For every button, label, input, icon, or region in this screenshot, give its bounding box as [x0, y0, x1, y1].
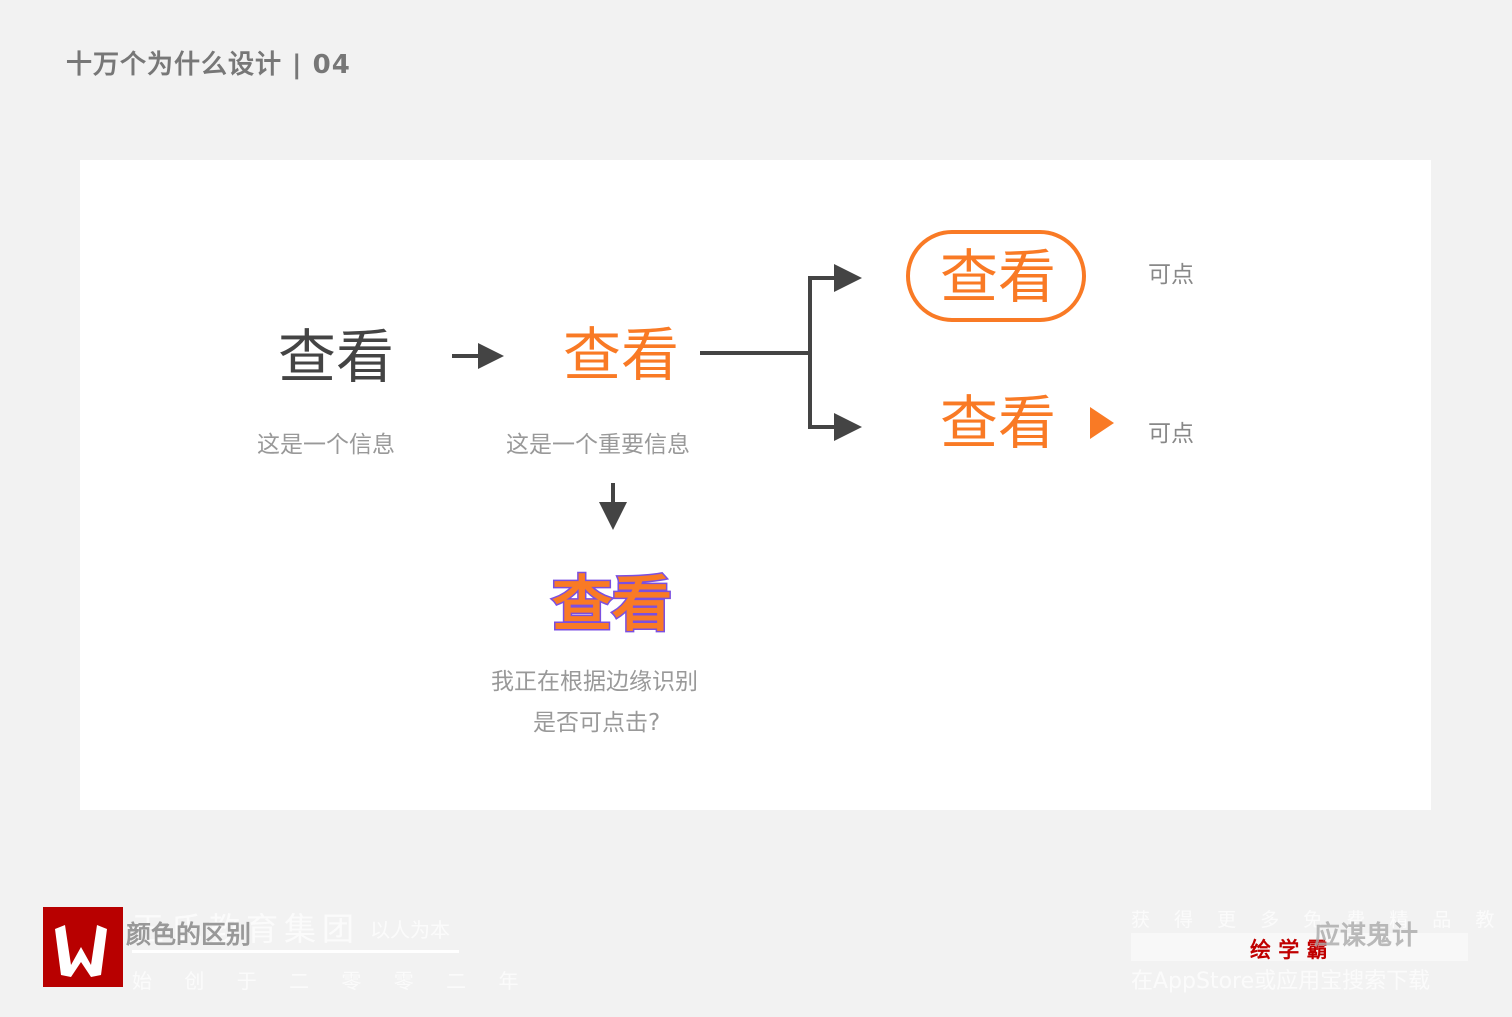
- outlined-caption-2: 是否可点击?: [533, 710, 661, 736]
- pill-button-label: 查看: [940, 243, 1057, 311]
- overlay-text: 颜色的区别: [126, 920, 252, 949]
- outlined-caption-1: 我正在根据边缘识别: [491, 669, 698, 695]
- pill-button[interactable]: [906, 230, 1086, 322]
- watermark-title: 王氏教育集团: [132, 910, 361, 948]
- important-caption: 这是一个重要信息: [506, 432, 690, 458]
- triangle-right-icon: [1090, 407, 1114, 439]
- arrow-right-icon: [834, 264, 862, 292]
- content-card: [80, 160, 1431, 810]
- divider: [132, 950, 459, 953]
- brand-name: 绘 学 霸: [1250, 938, 1328, 962]
- watermark-slogan: 以人为本: [370, 918, 450, 942]
- important-text: 查看: [563, 321, 680, 389]
- normal-text: 查看: [278, 323, 395, 391]
- pill-note: 可点: [1148, 262, 1194, 288]
- arrow-link[interactable]: 查看: [940, 389, 1057, 457]
- overlay-text-right: 应谋鬼计: [1314, 921, 1419, 951]
- arrow-link-note: 可点: [1148, 421, 1194, 447]
- normal-caption: 这是一个信息: [257, 432, 395, 458]
- page-title: 十万个为什么设计 | 04: [66, 50, 351, 80]
- watermark-right-bottom: 在AppStore或应用宝搜索下载: [1131, 969, 1431, 994]
- watermark-sub: 始 创 于 二 零 零 二 年: [132, 969, 532, 993]
- logo: [43, 907, 123, 987]
- brand-bar: [1131, 933, 1468, 961]
- outlined-text: 查看: [551, 570, 674, 640]
- arrow-right-icon: [834, 413, 862, 441]
